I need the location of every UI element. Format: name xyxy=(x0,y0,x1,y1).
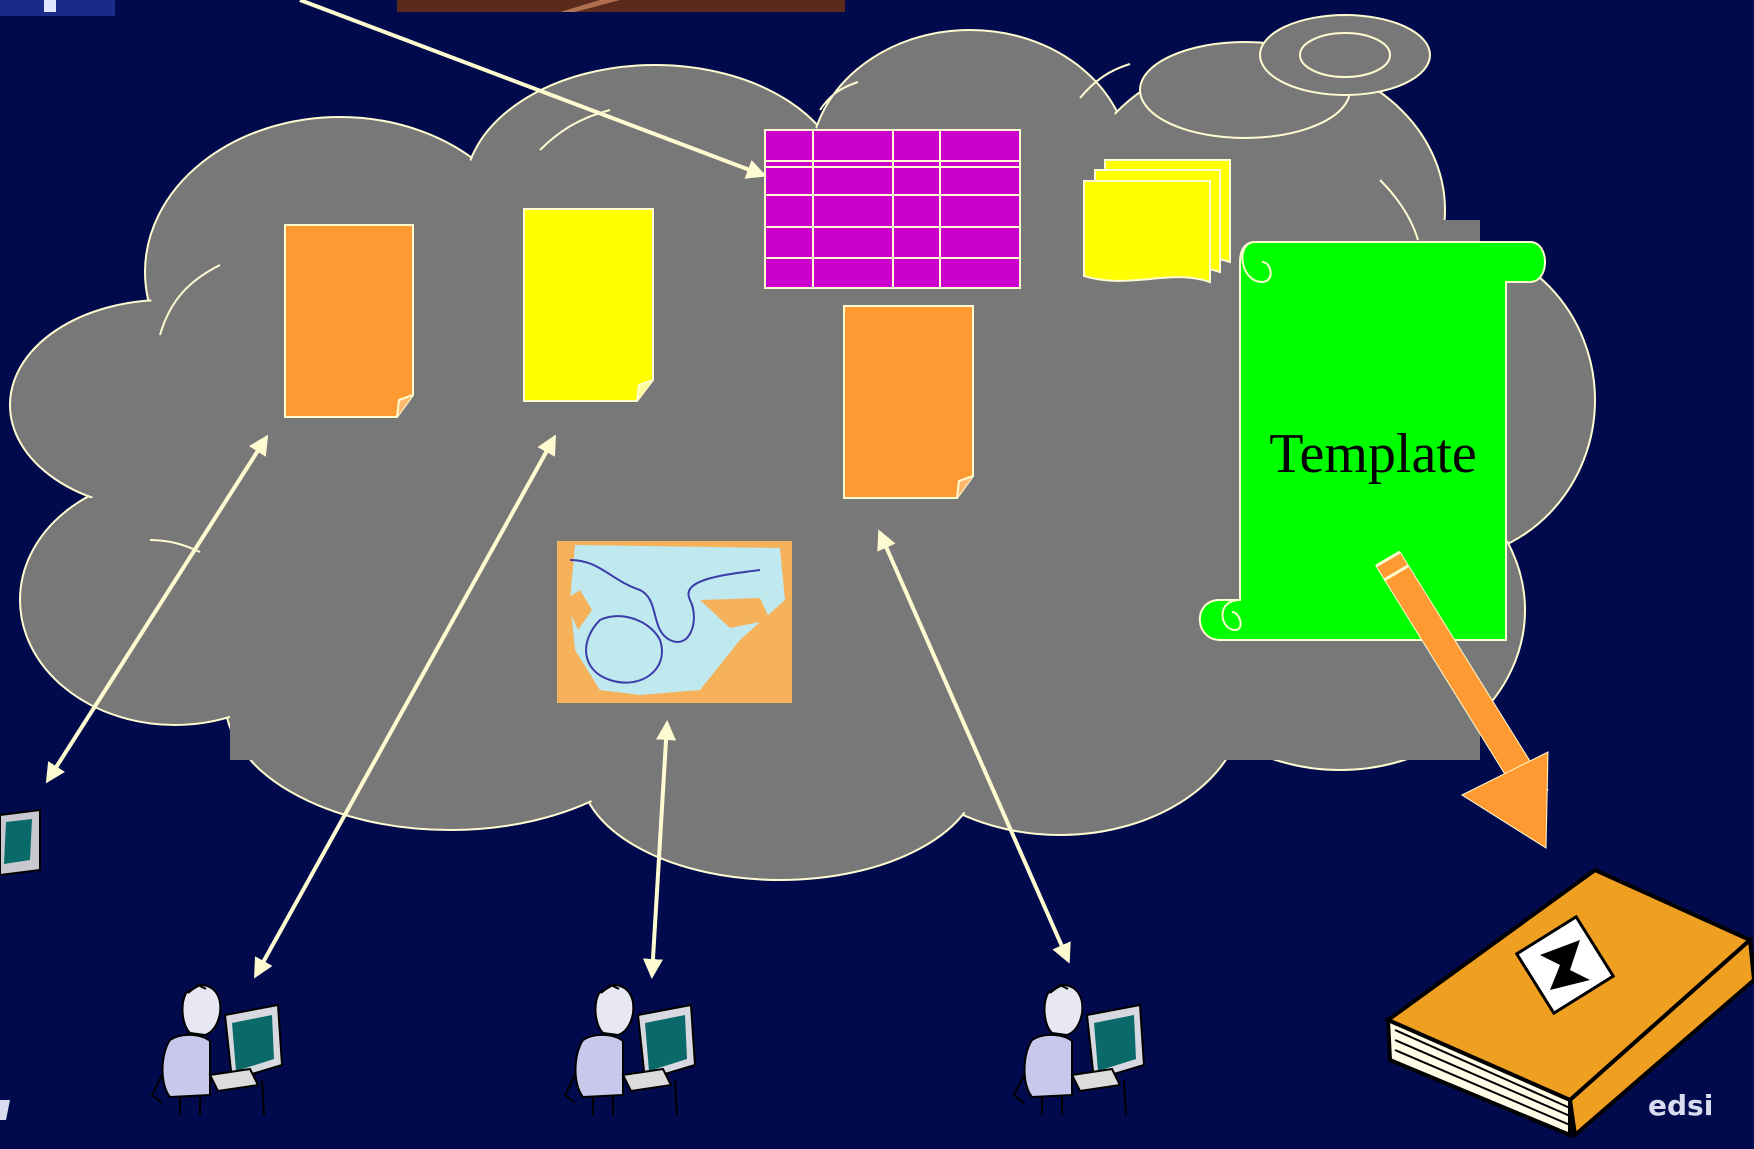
scroll-icon: Template xyxy=(1198,241,1546,641)
orange-document-icon-center xyxy=(843,305,974,499)
arrow-user1-orange-doc xyxy=(45,434,269,784)
user-at-computer-icon-3 xyxy=(1013,984,1145,1116)
table-icon xyxy=(764,129,1021,289)
book-icon: edsi xyxy=(1384,867,1754,1139)
connector-arrows xyxy=(45,0,1071,979)
arrow-user4-orange-doc xyxy=(877,529,1071,964)
orange-document-icon xyxy=(284,224,414,418)
computer-fragment-icon xyxy=(0,808,41,1120)
map-icon xyxy=(557,541,792,703)
top-left-fragment xyxy=(0,0,115,16)
arrow-photo-to-table xyxy=(299,0,767,179)
yellow-document-icon xyxy=(523,208,654,402)
footer-logo-text: edsi xyxy=(1648,1089,1713,1122)
template-label: Template xyxy=(1269,423,1477,485)
arrow-user2-yellow-doc xyxy=(254,434,556,979)
user-at-computer-icon-2 xyxy=(564,984,696,1116)
photo-fragment xyxy=(397,0,845,12)
user-at-computer-icon xyxy=(150,983,284,1116)
arrow-user3-map xyxy=(642,720,677,979)
database-icon xyxy=(1139,14,1431,139)
document-stack-icon xyxy=(1083,159,1231,284)
pencil-icon xyxy=(1375,550,1549,849)
